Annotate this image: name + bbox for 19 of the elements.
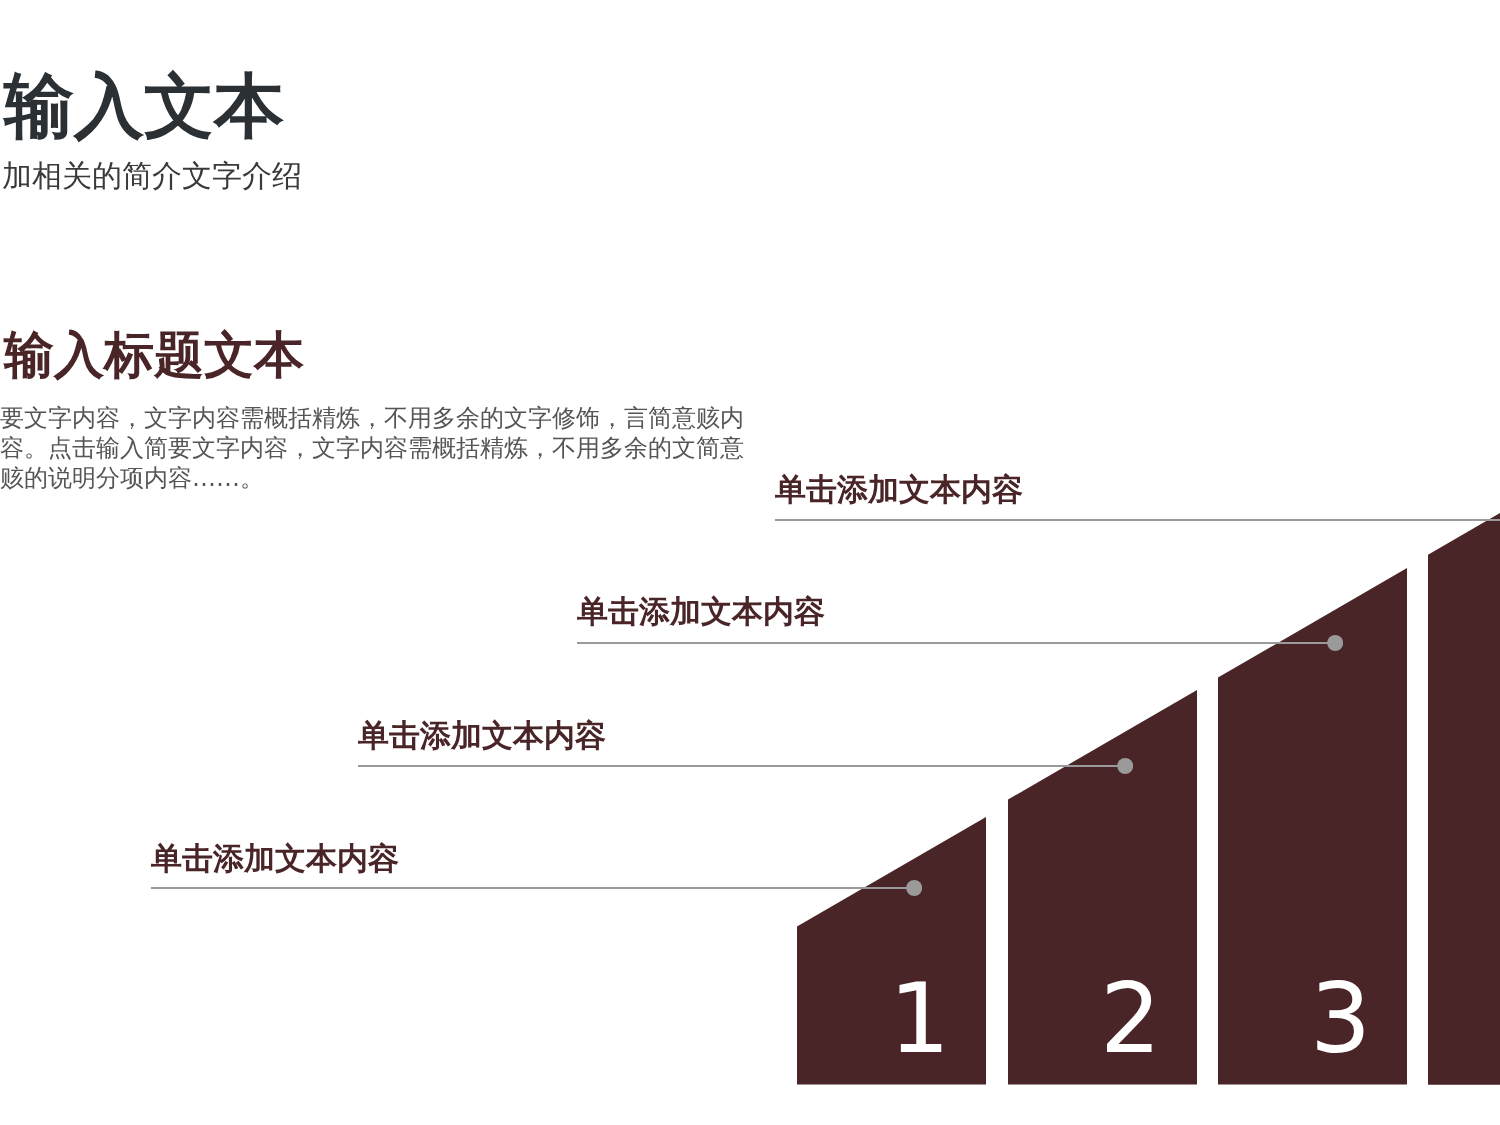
step-bar: [1428, 513, 1500, 1085]
leader-line: [357, 758, 1134, 774]
section-heading: 输入标题文本: [4, 325, 305, 385]
step-bar: [1008, 690, 1197, 1085]
item-label: 单击添加文本内容: [151, 843, 400, 874]
leader-line: [774, 519, 1500, 521]
paragraph: 要文字内容，文字内容需概括精炼，不用多余的文字修饰，言简意赅内容。点击输入简要文字内容，文字内容需概括精炼，不用多余的文简意赅的说明分项内容……。: [0, 403, 745, 493]
step-number: 2: [1099, 971, 1161, 1067]
leader-line: [576, 635, 1344, 651]
item-label: 单击添加文本内容: [577, 596, 826, 627]
step-bar: [797, 817, 986, 1085]
leader-line: [150, 880, 923, 896]
step-number: 3: [1309, 971, 1371, 1067]
subtitle: 加相关的简介文字介绍: [2, 158, 303, 194]
item-label: 单击添加文本内容: [358, 720, 607, 751]
item-label: 单击添加文本内容: [775, 474, 1024, 505]
title: 输入文本: [4, 68, 284, 145]
step-bar: [1218, 568, 1407, 1085]
step-number: 1: [888, 971, 950, 1067]
